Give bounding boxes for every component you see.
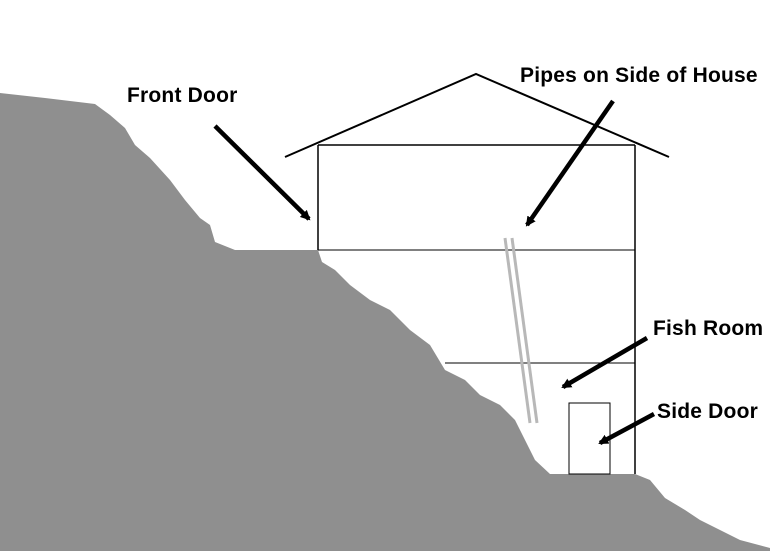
pipe (510, 237, 539, 424)
side-door-arrow (598, 412, 656, 445)
front-door-arrow (213, 124, 311, 221)
pipes-label: Pipes on Side of House (520, 64, 758, 87)
side-door-label: Side Door (657, 400, 758, 423)
front-door-label: Front Door (127, 84, 237, 107)
pipe (503, 237, 532, 424)
roof (284, 72, 670, 158)
fish-room-label: Fish Room (653, 317, 763, 340)
hillside (0, 93, 770, 551)
pipes-arrow (525, 99, 615, 227)
fish-room-arrow (561, 336, 649, 389)
